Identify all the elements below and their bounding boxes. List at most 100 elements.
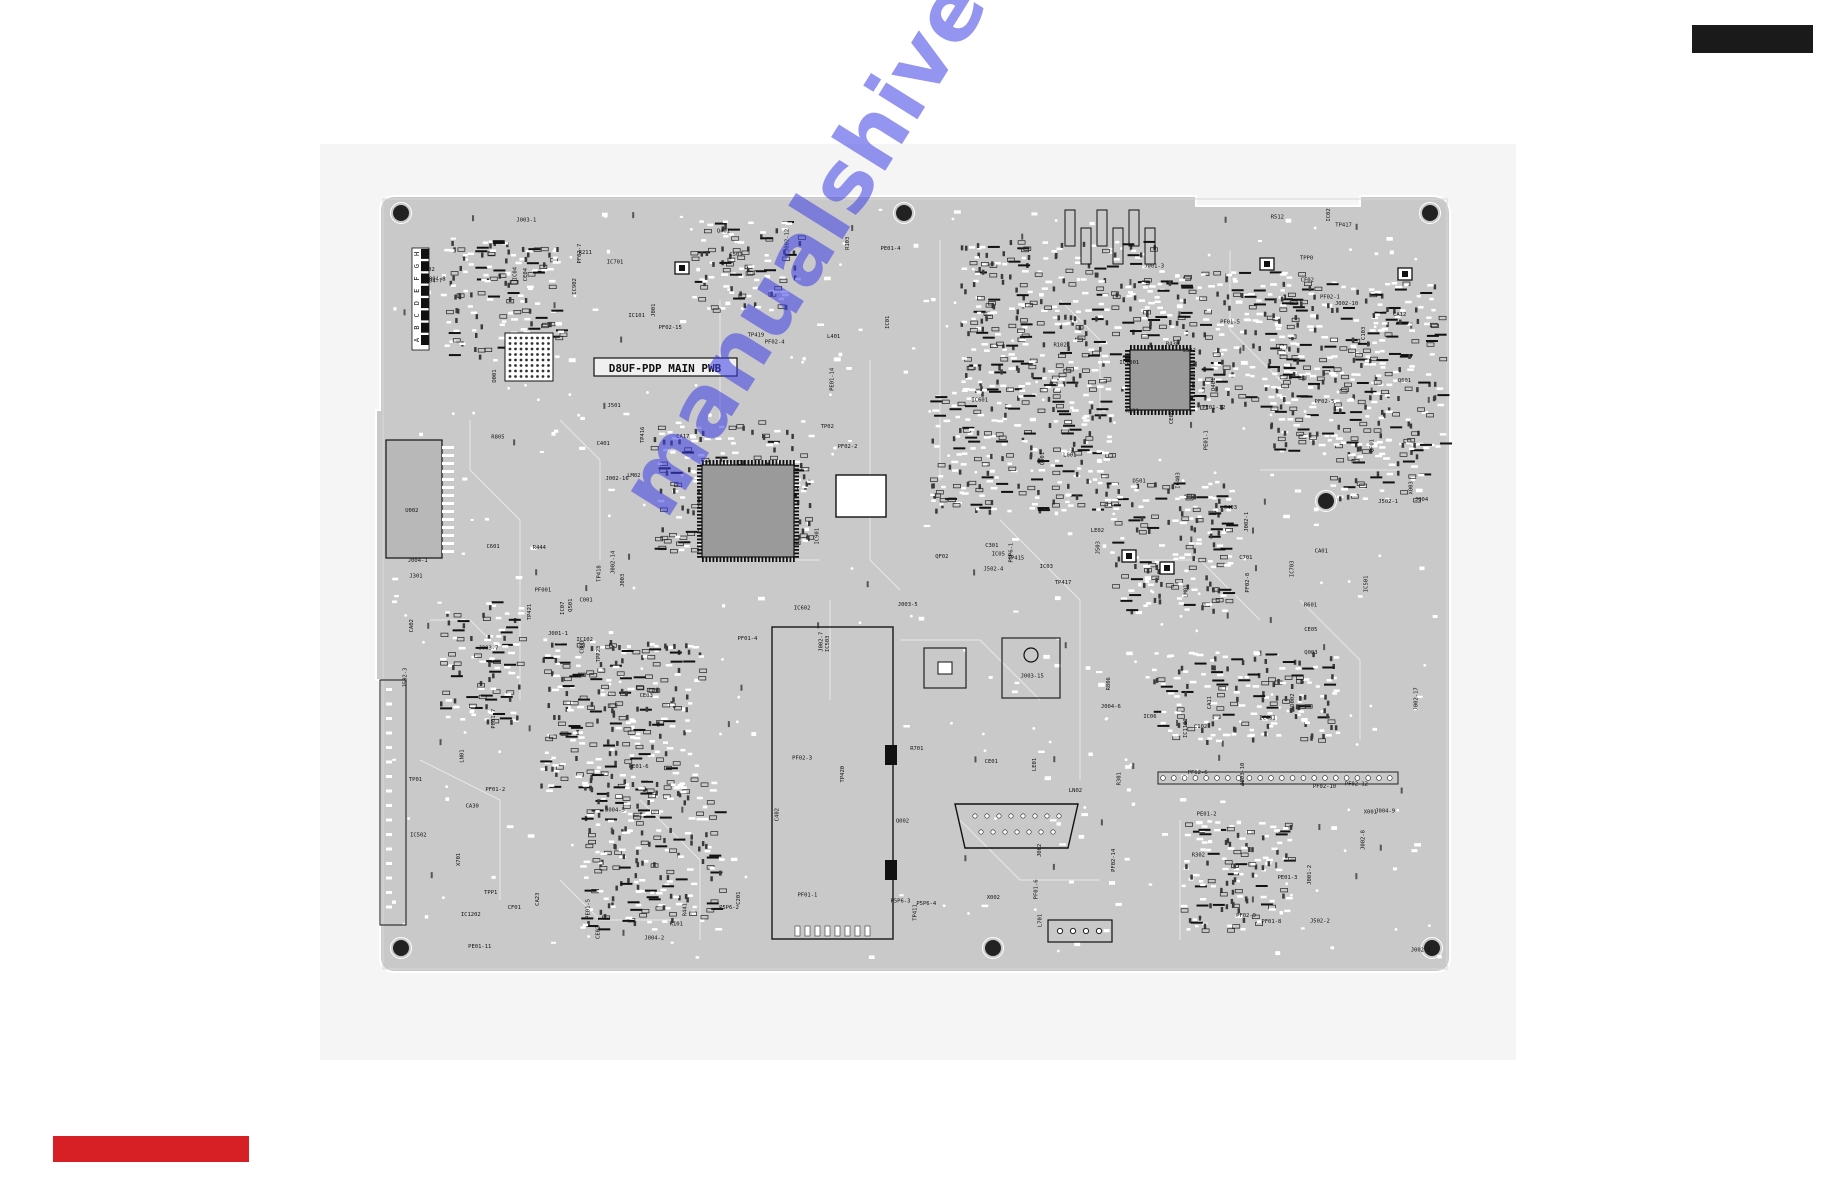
silk-label [1050,464,1063,467]
silk-label: X701 [456,853,462,866]
smd-component [703,281,706,287]
smd-pad [1421,411,1429,414]
smd-component [590,646,594,652]
smd-component [975,507,978,513]
crystal-body [1126,553,1132,559]
smd-component [482,612,485,618]
connector-pin [824,925,831,937]
component-outline [1006,387,1014,392]
smd-pad [1269,899,1275,903]
connector-j003 [379,679,407,926]
silk-label [493,712,506,715]
smd-pad [1404,300,1412,304]
smd-pad [1022,343,1029,346]
smd-pad [1197,515,1202,518]
smd-pad [488,240,494,243]
silk-label: J501 [607,403,620,409]
smd-pad [911,347,916,350]
resistor [1251,896,1254,903]
silk-label [1147,334,1160,337]
silk-label [590,678,603,681]
smd-pad [650,891,655,895]
smd-pad [1161,833,1168,836]
smd-pad [1262,377,1268,381]
smd-component [1082,241,1086,247]
connector-u002 [1157,771,1399,785]
smd-pad [493,642,500,645]
smd-pad [1117,495,1123,499]
smd-pad [566,709,574,712]
ic-pin [1125,353,1130,356]
legend-letter: G [413,264,421,268]
silk-label [1212,679,1225,682]
smd-pad [1019,389,1026,392]
smd-pad [1381,327,1388,331]
component-outline [957,401,966,407]
smd-pad [1399,442,1404,446]
silk-label [1278,830,1291,833]
smd-pad [1364,406,1372,410]
smd-component [554,657,558,663]
smd-pad [578,736,585,739]
resistor [439,739,442,746]
smd-component [1027,254,1031,260]
smd-component [611,896,615,902]
smd-component [1001,279,1005,285]
smd-pad [981,343,989,346]
header-pin [1279,775,1285,781]
smd-pad [392,577,399,581]
smd-component [1190,525,1193,531]
smd-pad [690,435,696,439]
silk-label [1419,443,1432,446]
smd-component [1414,307,1418,313]
via [971,267,975,271]
via [577,413,581,417]
smd-pad [989,434,996,438]
silk-label [466,696,479,699]
smd-component [1000,369,1003,375]
smd-pad [1260,284,1266,288]
silk-label [549,785,562,788]
component-outline [1034,272,1043,277]
component-outline [484,347,493,352]
connector-pin [386,731,392,735]
ic-pin [1175,345,1178,350]
smd-component [492,673,495,679]
smd-component [1284,696,1288,702]
smd-pad [680,790,687,794]
smd-component [796,500,800,506]
smd-pad [709,789,717,792]
mounting-hole [985,940,1001,956]
smd-pad [1365,359,1370,363]
smd-pad [1266,858,1274,862]
silk-label [974,271,987,274]
silk-label: D001 [492,369,498,382]
smd-component [508,696,512,702]
smd-component [1261,697,1265,703]
ic-pin [1158,410,1160,415]
via [498,750,502,754]
component-outline [1369,356,1378,362]
silk-label [1219,588,1232,591]
smd-pad [663,448,670,452]
header-pin [1268,775,1274,781]
smd-component [719,456,723,462]
ic-pin [1186,345,1188,350]
smd-component [1408,354,1411,360]
smd-pad [1190,577,1196,580]
silk-label: IC602 [794,605,811,611]
smd-component [1258,346,1261,352]
smd-pad [1314,367,1321,371]
component-outline [602,915,611,920]
smd-component [746,246,750,252]
smd-pad [1055,388,1061,391]
smd-component [1129,244,1133,250]
via [436,276,440,280]
smd-pad [1055,459,1060,463]
header-pin [1322,775,1328,781]
smd-pad [1305,372,1311,375]
silk-label [982,336,995,339]
smd-component [1279,404,1283,410]
ic-pin [1147,410,1150,415]
smd-component [952,436,956,442]
